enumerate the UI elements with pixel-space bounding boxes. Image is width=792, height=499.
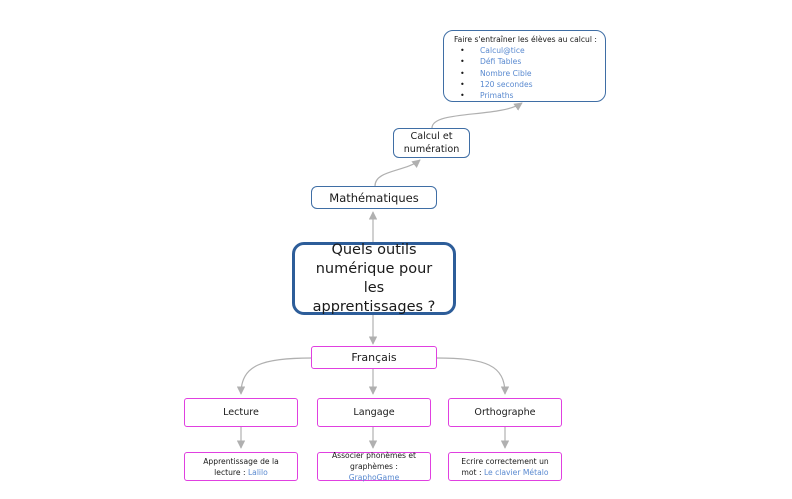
calcul-tools-list: Calcul@tice Défi Tables Nombre Cible 120… [454, 45, 597, 101]
central-line2: numérique pour les [315, 260, 433, 296]
lecture-detail-prefix: lecture : [214, 467, 248, 477]
lecture-detail-node[interactable]: Apprentissage de la lecture : Lalilo [184, 452, 298, 481]
calcul-tool-item[interactable]: 120 secondes [460, 79, 597, 90]
calcul-tool-item[interactable]: Primaths [460, 90, 597, 101]
clavier-metalo-link[interactable]: Le clavier Métalo [483, 467, 549, 477]
connector-calcul-list [431, 102, 523, 129]
langage-node[interactable]: Langage [317, 398, 431, 427]
lecture-node[interactable]: Lecture [184, 398, 298, 427]
orthographe-detail-node[interactable]: Ecrire correctement un mot : Le clavier … [448, 452, 562, 481]
francais-node[interactable]: Français [311, 346, 437, 369]
orthographe-detail-line1: Ecrire correctement un [461, 456, 549, 466]
lecture-detail-line2: lecture : Lalilo [214, 467, 268, 478]
lecture-label: Lecture [223, 407, 259, 418]
calcul-tools-node[interactable]: Faire s'entraîner les élèves au calcul :… [443, 30, 606, 102]
calcul-numeration-line1: Calcul et [410, 131, 453, 142]
langage-detail-prefix: graphèmes : [350, 462, 398, 471]
mathematiques-label: Mathématiques [329, 190, 419, 205]
calcul-tool-item[interactable]: Calcul@tice [460, 45, 597, 56]
lalilo-link[interactable]: Lalilo [247, 467, 268, 477]
orthographe-detail-prefix: mot : [461, 467, 484, 477]
francais-label: Français [351, 351, 397, 364]
connector-francais-lecture [236, 357, 313, 395]
mathematiques-node[interactable]: Mathématiques [311, 186, 437, 209]
lecture-detail-line1: Apprentissage de la [203, 456, 279, 466]
calcul-numeration-node[interactable]: Calcul et numération [393, 128, 470, 158]
orthographe-node[interactable]: Orthographe [448, 398, 562, 427]
langage-detail-line2: graphèmes : GraphoGame [324, 461, 424, 483]
langage-detail-line1: Associer phonèmes et [331, 451, 417, 460]
calcul-tool-item[interactable]: Défi Tables [460, 56, 597, 67]
central-line3: apprentissages ? [312, 298, 436, 315]
langage-label: Langage [353, 407, 395, 418]
calcul-numeration-line2: numération [403, 144, 460, 155]
orthographe-detail-line2: mot : Le clavier Métalo [462, 467, 549, 478]
connector-math-calcul [374, 159, 421, 187]
central-line1: Quels outils [331, 241, 417, 258]
calcul-tool-item[interactable]: Nombre Cible [460, 68, 597, 79]
langage-detail-node[interactable]: Associer phonèmes et graphèmes : GraphoG… [317, 451, 431, 483]
orthographe-label: Orthographe [474, 407, 536, 418]
calcul-tools-title: Faire s'entraîner les élèves au calcul : [454, 35, 597, 44]
connector-francais-orthographe [435, 357, 510, 395]
graphogame-link[interactable]: GraphoGame [348, 473, 400, 482]
central-question-node[interactable]: Quels outils numérique pour les apprenti… [292, 242, 456, 315]
